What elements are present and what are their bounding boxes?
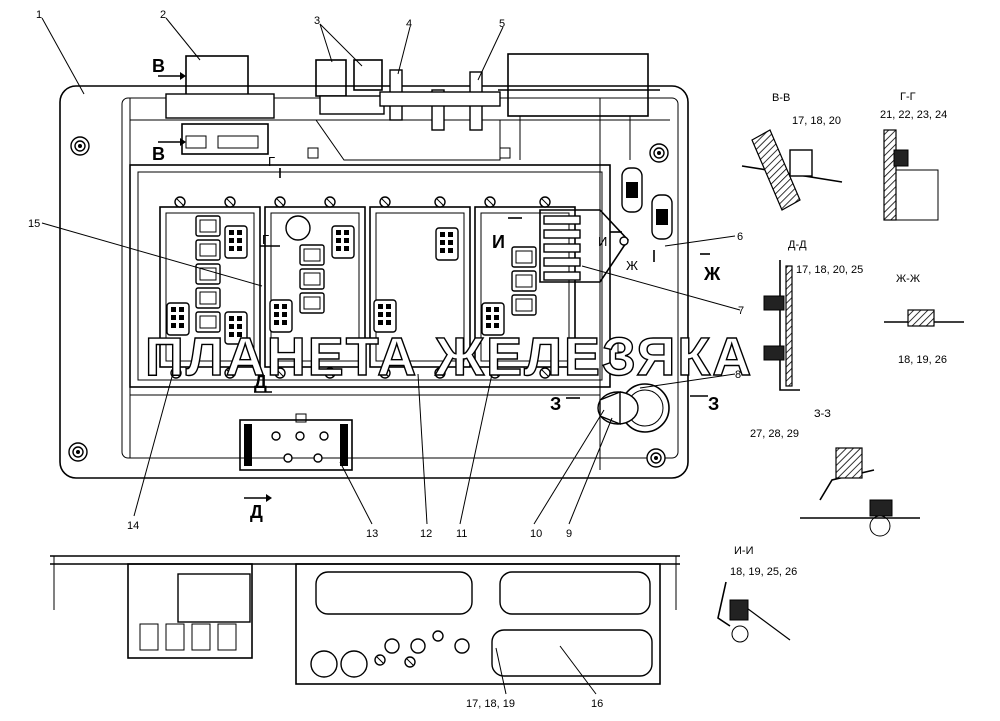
section-gg-parts: 21, 22, 23, 24: [880, 109, 947, 121]
callout-12: 12: [420, 528, 432, 540]
section-zhzh-detail: [884, 309, 964, 327]
marker-zh-right: Ж: [703, 264, 721, 284]
relay-board-1: [159, 206, 261, 368]
marker-i-left: И: [492, 232, 505, 252]
bottom-parts-label: 17, 18, 19: [466, 698, 515, 710]
callout-14: 14: [127, 520, 139, 532]
terminal-posts: [379, 69, 660, 131]
section-dd-detail: [763, 260, 800, 391]
marker-i-right: И: [598, 234, 607, 249]
plate-details: [295, 147, 629, 423]
section-dd-parts: 17, 18, 20, 25: [796, 264, 863, 276]
callout-16: 16: [591, 698, 603, 710]
relay-board-2: [264, 206, 366, 368]
callout-8: 8: [735, 369, 741, 381]
section-zz-title: З-З: [814, 408, 831, 420]
marker-z-left: З: [550, 394, 561, 414]
section-zz-detail: [800, 447, 920, 537]
section-captions: В-В 17, 18, 20 Г-Г 21, 22, 23, 24 Д-Д 17…: [730, 91, 947, 578]
callout-6: 6: [737, 231, 743, 243]
section-dd-title: Д-Д: [788, 239, 807, 251]
section-vv-detail: [741, 129, 843, 211]
fuse-block-13: [239, 419, 353, 471]
leader-lines: [41, 17, 741, 695]
section-vv-title: В-В: [772, 92, 790, 104]
marker-d-bottom: Д: [250, 502, 263, 522]
callout-15: 15: [28, 218, 40, 230]
callout-13: 13: [366, 528, 378, 540]
callout-5: 5: [499, 18, 505, 30]
relay-board-3: [369, 206, 471, 368]
marker-zh-left: Ж: [626, 258, 638, 273]
section-zhzh-parts: 18, 19, 26: [898, 354, 947, 366]
side-view: [50, 555, 680, 685]
watermark: ПЛАНЕТА ЖЕЛЕЗЯКА: [145, 327, 753, 387]
callout-9: 9: [566, 528, 572, 540]
callout-11: 11: [456, 528, 467, 540]
clamps-6: [621, 167, 673, 240]
marker-d-top: Д: [254, 372, 267, 392]
section-ii-title: И-И: [734, 545, 753, 557]
marker-g-top: Г: [268, 154, 275, 169]
callout-4: 4: [406, 18, 412, 30]
callout-3: 3: [314, 15, 320, 27]
callout-1: 1: [36, 9, 42, 21]
callout-labels: 1 2 3 4 5 6 7 8 9 10 11 12 13 14 15 16 1…: [28, 9, 744, 710]
section-gg-title: Г-Г: [900, 91, 916, 103]
section-markers: В В Г Г Д Д И И Ж Ж З З: [152, 56, 721, 522]
section-ii-detail: [717, 581, 791, 643]
marker-v-bottom: В: [152, 144, 165, 164]
section-ii-parts: 18, 19, 25, 26: [730, 566, 797, 578]
mounting-bolts: [68, 136, 669, 468]
callout-2: 2: [160, 9, 166, 21]
callout-10: 10: [530, 528, 542, 540]
section-gg-detail: [883, 129, 939, 221]
marker-z-right: З: [708, 394, 719, 414]
section-zhzh-title: Ж-Ж: [896, 273, 920, 285]
marker-v-top: В: [152, 56, 165, 76]
marker-g-bottom: Г: [262, 232, 269, 247]
switches-3: [315, 59, 501, 161]
top-cover: [507, 53, 649, 160]
section-vv-parts: 17, 18, 20: [792, 115, 841, 127]
section-arrows: [158, 72, 710, 502]
relay-board-4: [474, 206, 576, 368]
terminal-strip: [539, 209, 630, 283]
connector-block-2: [165, 55, 275, 155]
lamp-assembly: [597, 383, 670, 433]
section-zz-parts: 27, 28, 29: [750, 428, 799, 440]
callout-7: 7: [738, 305, 744, 317]
